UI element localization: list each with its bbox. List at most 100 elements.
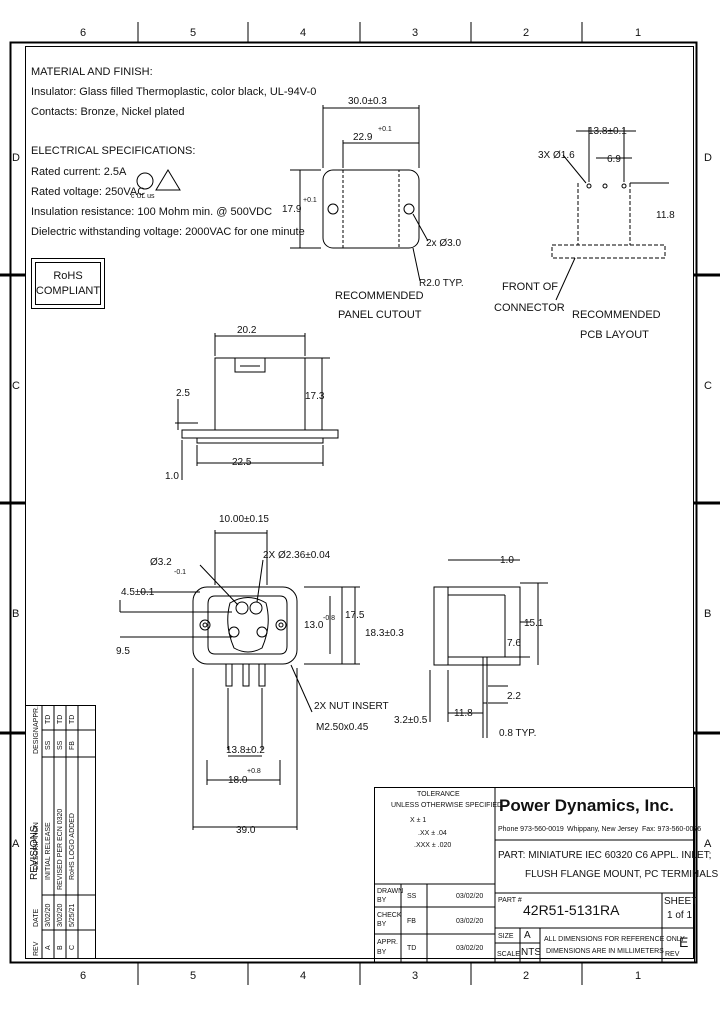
zone-col-3: 3 [412, 27, 419, 39]
tolerance-r3: .XXX ± .020 [414, 842, 452, 849]
front-dim-13-tol: -0.8 [323, 615, 336, 622]
zone-col-1-bottom: 1 [635, 970, 642, 982]
rev-label: REV [665, 951, 680, 958]
zone-row-b: B [12, 608, 20, 620]
rohs-badge: RoHS COMPLIANT [31, 258, 105, 309]
right-dim-151: 15.1 [524, 618, 544, 629]
pcb-holes: 3X Ø1.6 [538, 150, 575, 161]
rev-a-date: 3/02/20 [45, 903, 52, 927]
rev-b-appr: TD [57, 714, 64, 724]
front-label-2: CONNECTOR [494, 302, 565, 314]
rev-a-appr: TD [45, 714, 52, 724]
right-dim-08: 0.8 TYP. [499, 728, 537, 739]
company-name: Power Dynamics, Inc. [499, 796, 674, 815]
zone-col-6-bottom: 6 [80, 970, 87, 982]
sheet-value: 1 of 1 [667, 910, 693, 921]
front-dim-13: 13.0 [304, 620, 324, 631]
right-dim-118: 11.8 [454, 708, 473, 719]
zone-col-5: 5 [190, 27, 197, 39]
material-heading: MATERIAL AND FINISH: [31, 66, 153, 78]
tolerance-sub: UNLESS OTHERWISE SPECIFIED [391, 802, 503, 809]
zone-col-3-bottom: 3 [412, 970, 419, 982]
zone-row-c-right: C [704, 380, 712, 392]
pcb-dim-pitch: 13.8±0.1 [588, 126, 627, 137]
zone-col-2-bottom: 2 [523, 970, 530, 982]
rev-b-rev: B [57, 945, 64, 950]
tolerance-title: TOLERANCE [417, 791, 460, 798]
tolerance-r2: .XX ± .04 [418, 830, 447, 837]
nut-insert-2: M2.50x0.45 [316, 722, 369, 733]
front-dim-390: 39.0 [236, 825, 256, 836]
reference-note-1: ALL DIMENSIONS FOR REFERENCE ONLY [544, 936, 685, 943]
zone-row-b-right: B [704, 608, 712, 620]
insulation-resistance: Insulation resistance: 100 Mohm min. @ 5… [31, 206, 273, 218]
side-dim-base: 22.5 [232, 457, 252, 468]
right-dim-10: 1.0 [500, 555, 514, 566]
size-value: A [524, 930, 531, 941]
front-dim-hole-tol: -0.1 [174, 569, 187, 576]
zone-row-c: C [12, 380, 20, 392]
zone-col-2: 2 [523, 27, 530, 39]
rev-a-rev: A [45, 945, 52, 950]
check-label-2: BY [377, 921, 387, 928]
panel-dim-width: 30.0±0.3 [348, 96, 387, 107]
zone-row-a: A [12, 838, 20, 850]
scale-label: SCALE [497, 951, 520, 958]
rev-header-date: DATE [33, 908, 40, 927]
front-dim-138: 13.8±0.2 [226, 745, 265, 756]
drawn-by: SS [407, 893, 417, 900]
rev-b-date: 3/02/20 [57, 903, 64, 927]
rohs-line-2: COMPLIANT [35, 284, 101, 297]
pcb-dim-half: 6.9 [607, 154, 621, 165]
rev-c-appr: TD [69, 714, 76, 724]
right-dim-76: 7.6 [507, 638, 521, 649]
tolerance-r1: X ± 1 [410, 817, 427, 824]
panel-dim-offset-tol: +0.1 [378, 126, 392, 133]
rev-header-rev: REV [33, 941, 40, 956]
rated-current: Rated current: 2.5A [31, 166, 127, 178]
dielectric-spec: Dielectric withstanding voltage: 2000VAC… [31, 226, 305, 238]
panel-caption-2: PANEL CUTOUT [338, 309, 422, 321]
nut-insert-1: 2X NUT INSERT [314, 701, 389, 712]
front-dim-183: 18.3±0.3 [365, 628, 404, 639]
drawn-date: 03/02/20 [456, 893, 484, 900]
side-dim-thick: 1.0 [165, 471, 179, 482]
rev-c-design: FB [69, 741, 76, 750]
front-dim-180: 18.0 [228, 775, 248, 786]
panel-holes: 2x Ø3.0 [426, 238, 462, 249]
part-line-2: FLUSH FLANGE MOUNT, PC TERMINALS [525, 869, 719, 880]
rev-c-rev: C [69, 944, 76, 950]
side-dim-height: 17.3 [305, 391, 325, 402]
side-dim-top: 20.2 [237, 325, 257, 336]
panel-dim-offset: 22.9 [353, 132, 373, 143]
electrical-heading: ELECTRICAL SPECIFICATIONS: [31, 145, 196, 157]
front-dim-hole: Ø3.2 [150, 557, 172, 568]
rev-a-design: SS [45, 740, 52, 750]
check-date: 03/02/20 [456, 918, 484, 925]
pcb-caption-2: PCB LAYOUT [580, 329, 649, 341]
company-fax: Fax: 973-560-0076 [642, 826, 702, 833]
contacts-spec: Contacts: Bronze, Nickel plated [31, 106, 185, 118]
drawn-label-2: BY [377, 897, 387, 904]
pcb-dim-depth: 11.8 [656, 210, 675, 221]
panel-caption-1: RECOMMENDED [335, 290, 424, 302]
front-dim-left: 4.5±0.1 [121, 587, 155, 598]
rev-b-design: SS [57, 740, 64, 750]
zone-col-4-bottom: 4 [300, 970, 307, 982]
rev-a-desc: INITIAL RELEASE [45, 822, 52, 880]
drawn-label-1: DRAWN [377, 888, 404, 895]
appr-by: TD [407, 945, 417, 952]
zone-row-a-right: A [704, 838, 712, 850]
rev-c-desc: RoHS LOGO ADDED [69, 813, 76, 880]
rev-b-desc: REVISED PER ECN 0320 [57, 808, 64, 890]
rev-value: E [679, 934, 689, 950]
rev-c-date: 5/25/21 [69, 903, 76, 927]
appr-label-2: BY [377, 949, 387, 956]
pcb-caption-1: RECOMMENDED [572, 309, 661, 321]
sheet-label: SHEET [664, 896, 698, 907]
panel-dim-height-tol: +0.1 [303, 197, 317, 204]
front-dim-mid: 9.5 [116, 646, 130, 657]
check-label-1: CHECK [377, 912, 402, 919]
